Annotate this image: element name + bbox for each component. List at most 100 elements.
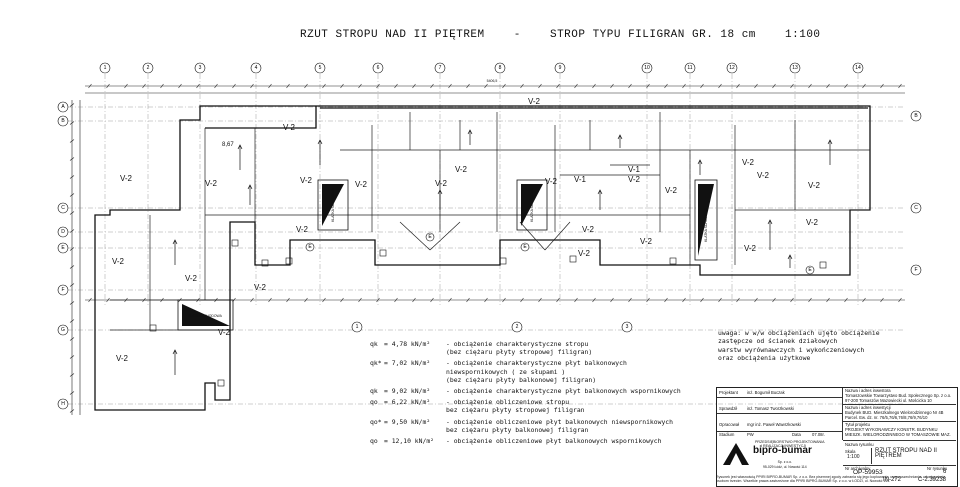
loads-note: uwaga: w w/w obciążeniach ujęto obciążen… bbox=[718, 329, 880, 363]
dim-tick bbox=[268, 83, 272, 89]
company-line1: PRZEDSIĘBIORSTWO PROJEKTOWANIA bbox=[755, 440, 825, 444]
load-value: = 12,10 kN/m² bbox=[384, 437, 435, 446]
dim-tick bbox=[394, 297, 398, 303]
slab-label-v2: V-2 bbox=[116, 354, 129, 363]
dim-tick bbox=[69, 391, 75, 395]
axis-label: A bbox=[61, 104, 65, 110]
dim-tick bbox=[69, 247, 75, 251]
axis-bubble bbox=[425, 232, 435, 242]
checker-label: Sprawdził bbox=[719, 406, 738, 411]
axis-label: H bbox=[61, 401, 65, 407]
dim-tick bbox=[862, 297, 866, 303]
dim-tick bbox=[790, 297, 794, 303]
axis-label: 6 bbox=[377, 65, 380, 71]
axis-bubble bbox=[57, 202, 69, 214]
sheet-no-value: 6 bbox=[943, 469, 947, 475]
project-value: PROJEKT WYKONAWCZY KONSTR. BUDYNKU MIESZ… bbox=[845, 427, 951, 437]
span-arrow bbox=[172, 239, 178, 245]
designer-label: Projektant bbox=[719, 390, 738, 395]
axis-label: C bbox=[914, 205, 918, 211]
dim-tick bbox=[592, 297, 596, 303]
column-mark bbox=[569, 255, 577, 263]
dim-tick bbox=[304, 297, 308, 303]
dim-tick bbox=[88, 83, 92, 89]
dim-tick bbox=[178, 83, 182, 89]
dim-tick bbox=[880, 83, 884, 89]
slab-label-v2: V-2 bbox=[283, 123, 296, 132]
dim-tick bbox=[322, 83, 326, 89]
dim-tick bbox=[340, 297, 344, 303]
dim-tick bbox=[484, 297, 488, 303]
dim-tick bbox=[412, 83, 416, 89]
slab-label-v2: V-2 bbox=[806, 218, 819, 227]
slab-label-v2: V-2 bbox=[120, 174, 133, 183]
span-arrow bbox=[827, 139, 833, 145]
axis-bubble bbox=[57, 324, 69, 336]
load-value: = 6,22 kN/m² bbox=[384, 398, 431, 407]
load-value: = 9,02 kN/m² bbox=[384, 387, 431, 396]
dim-tick bbox=[682, 297, 686, 303]
axis-label: E bbox=[308, 244, 312, 250]
load-symbol: qo bbox=[370, 437, 378, 446]
elevation-label: 8,67 bbox=[222, 142, 234, 148]
axis-bubble bbox=[852, 62, 864, 74]
date-label: Data bbox=[792, 432, 801, 437]
sheet-no-label: Nr rysunku bbox=[927, 466, 948, 471]
dim-tick bbox=[196, 83, 200, 89]
slab-label-v1: V-1 bbox=[574, 175, 587, 184]
dim-tick bbox=[250, 297, 254, 303]
axis-bubble bbox=[910, 264, 922, 276]
dim-tick bbox=[772, 83, 776, 89]
dim-tick bbox=[466, 83, 470, 89]
load-description: - obciążenie obliczeniowe płyt balkonowy… bbox=[446, 437, 662, 446]
dim-tick bbox=[718, 297, 722, 303]
slab-label-v2: V-2 bbox=[185, 274, 198, 283]
drawing-label: Nazwa rysunku bbox=[845, 442, 874, 447]
slab-label-v2: V-2 bbox=[528, 97, 541, 106]
axis-bubble bbox=[520, 242, 530, 252]
axis-bubble bbox=[684, 62, 696, 74]
dim-tick bbox=[69, 121, 75, 125]
axis-bubble bbox=[314, 62, 326, 74]
axis-label: 1 bbox=[104, 65, 107, 71]
dim-tick bbox=[574, 83, 578, 89]
dim-tick bbox=[826, 83, 830, 89]
axis-label: 1 bbox=[356, 324, 359, 330]
load-item: qo= 6,22 kN/m²- obciążenie obliczeniowe … bbox=[370, 398, 710, 414]
load-value: = 7,02 kN/m² bbox=[384, 359, 431, 368]
load-symbol: qo bbox=[370, 398, 378, 407]
axis-bubble bbox=[910, 202, 922, 214]
axis-bubble bbox=[372, 62, 384, 74]
axis-bubble bbox=[57, 284, 69, 296]
overall-dimension: 5406,5 bbox=[487, 79, 498, 83]
axis-bubble bbox=[194, 62, 206, 74]
dim-tick bbox=[69, 319, 75, 323]
approver-name: mgr inż. Paweł Wawrzkowski bbox=[747, 422, 801, 427]
dim-tick bbox=[69, 283, 75, 287]
project-label: Tytuł projektu bbox=[845, 422, 870, 427]
span-arrow bbox=[467, 129, 473, 135]
company-address: Sp. z o.o. 95-029 Łódź, ul. Nowość 114 bbox=[763, 460, 807, 469]
axis-label: 2 bbox=[147, 65, 150, 71]
slab-label-v2: V-2 bbox=[112, 257, 125, 266]
slab-label-v2: V-2 bbox=[665, 186, 678, 195]
company-logo-icon bbox=[723, 443, 749, 465]
load-description: - obciążenie charakterystyczne płyt balk… bbox=[446, 359, 627, 384]
dim-tick bbox=[69, 373, 75, 377]
slab-label-v2: V-2 bbox=[254, 283, 267, 292]
dim-tick bbox=[214, 83, 218, 89]
dim-tick bbox=[862, 83, 866, 89]
dim-tick bbox=[69, 139, 75, 143]
dim-tick bbox=[69, 193, 75, 197]
slab-label-v2: V-2 bbox=[435, 179, 448, 188]
dim-tick bbox=[69, 103, 75, 107]
dim-tick bbox=[286, 83, 290, 89]
column-mark bbox=[499, 257, 507, 265]
load-symbol: qk bbox=[370, 340, 378, 348]
axis-label: 9 bbox=[559, 65, 562, 71]
dim-tick bbox=[340, 83, 344, 89]
dim-tick bbox=[394, 83, 398, 89]
slab-label-v2: V-2 bbox=[296, 225, 309, 234]
span-arrow bbox=[437, 189, 443, 195]
